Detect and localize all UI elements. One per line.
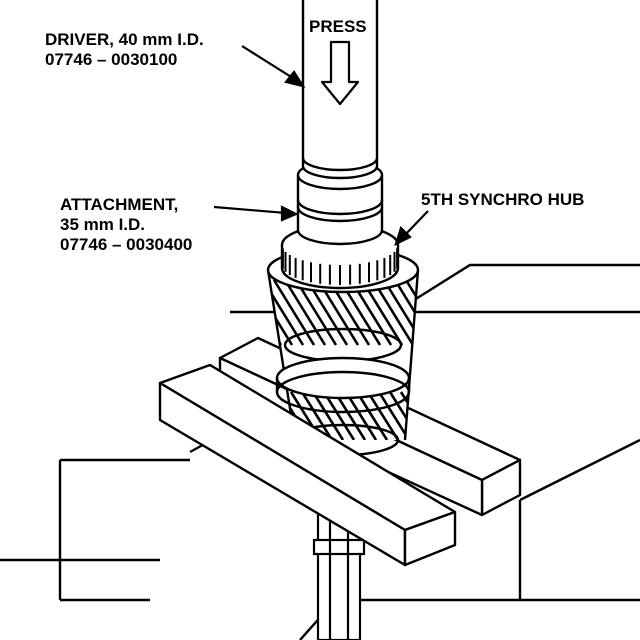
gear-tooth [300,391,334,440]
gear-tooth [404,279,418,346]
gear-tooth [355,391,389,440]
leader-lines [213,45,429,247]
gear-stack [266,246,420,457]
press-arrow-icon [320,40,360,106]
driver-label: DRIVER, 40 mm I.D. 07746 – 0030100 [45,30,204,69]
attachment-label: ATTACHMENT, 35 mm I.D. 07746 – 0030400 [60,195,193,254]
gear-tooth [294,279,338,346]
gear-tooth [333,391,367,440]
gear-tooth [272,279,316,346]
gear-tooth [322,391,356,440]
press-label: PRESS [309,17,367,36]
gear-tooth [371,279,415,346]
gear-tooth [283,279,327,346]
gear-tooth [377,391,411,440]
front-support-block [158,363,457,567]
gear-tooth [366,391,400,440]
gear-tooth [344,391,378,440]
synchro-hub-label: 5TH SYNCHRO HUB [421,190,585,209]
gear-tooth [311,391,345,440]
